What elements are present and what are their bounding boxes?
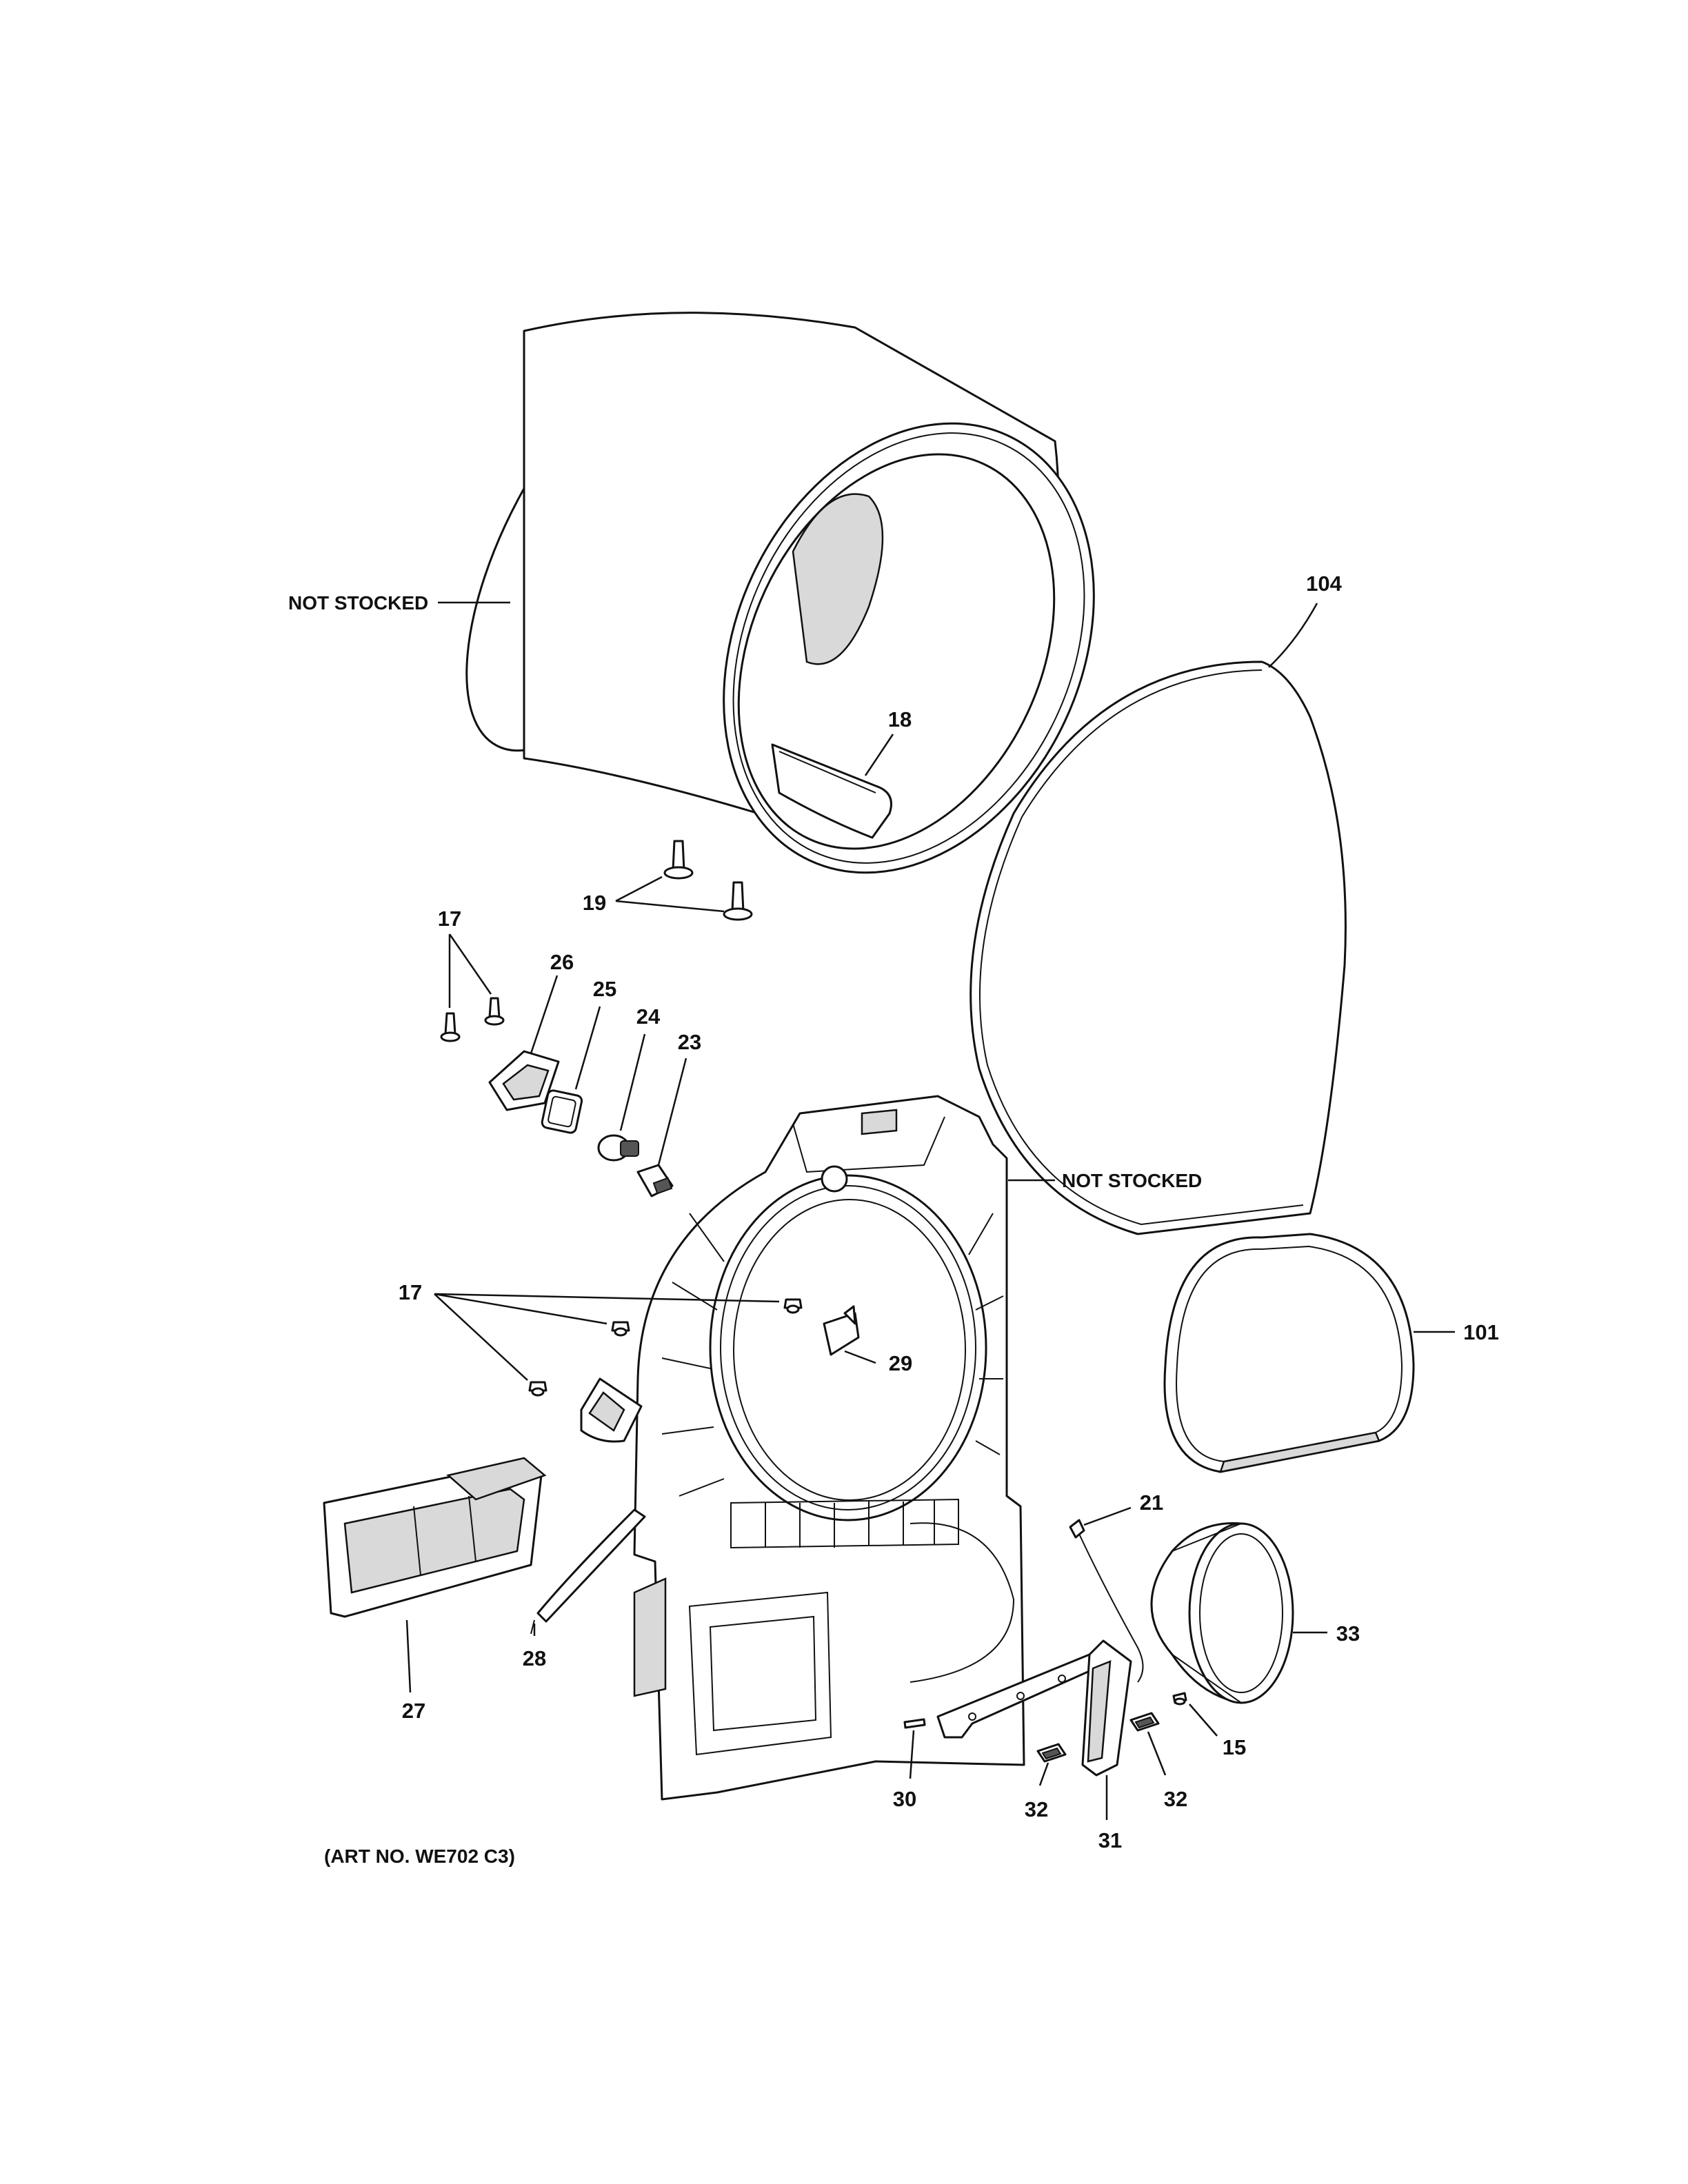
leader-17-mid-b bbox=[434, 1293, 607, 1325]
callout-15: 15 bbox=[1223, 1735, 1246, 1759]
callout-101: 101 bbox=[1463, 1320, 1499, 1344]
callout-32-left: 32 bbox=[1025, 1797, 1048, 1821]
callout-25: 25 bbox=[593, 977, 616, 1001]
callout-24: 24 bbox=[636, 1004, 661, 1029]
leader-24 bbox=[619, 1033, 646, 1131]
callout-not-stocked-drum: NOT STOCKED bbox=[288, 592, 428, 614]
callout-17-mid: 17 bbox=[399, 1280, 422, 1304]
callout-18: 18 bbox=[888, 707, 912, 731]
lint-filter-27 bbox=[323, 1457, 547, 1618]
callout-28: 28 bbox=[523, 1646, 546, 1670]
drum-screws-19 bbox=[663, 840, 753, 921]
thermistor-21 bbox=[1069, 1519, 1144, 1683]
sensor-housing-26 bbox=[488, 1050, 560, 1111]
gasket-25 bbox=[541, 1089, 583, 1134]
clips-32 bbox=[1036, 1712, 1160, 1763]
exhaust-duct-33 bbox=[1150, 1522, 1294, 1704]
leader-19a bbox=[615, 876, 663, 902]
bracket-31 bbox=[936, 1639, 1132, 1777]
callout-26: 26 bbox=[550, 950, 574, 974]
callout-23: 23 bbox=[678, 1030, 701, 1054]
screws-17-top bbox=[440, 997, 505, 1042]
drum-seal-104 bbox=[969, 660, 1347, 1235]
leader-30 bbox=[909, 1730, 915, 1779]
sensor-24 bbox=[597, 1134, 639, 1162]
callout-29: 29 bbox=[889, 1351, 912, 1375]
dryer-drum bbox=[465, 312, 1095, 874]
callout-31: 31 bbox=[1098, 1828, 1122, 1852]
screw-15 bbox=[1172, 1692, 1187, 1706]
leader-23 bbox=[657, 1058, 687, 1166]
leader-17-mid-a bbox=[434, 1293, 780, 1303]
callout-27: 27 bbox=[402, 1699, 425, 1723]
leader-17-top-b bbox=[448, 933, 492, 995]
callout-33: 33 bbox=[1336, 1621, 1360, 1646]
callout-32-right: 32 bbox=[1164, 1787, 1187, 1811]
leader-15 bbox=[1189, 1703, 1218, 1737]
callout-30: 30 bbox=[893, 1787, 916, 1811]
art-number: (ART NO. WE702 C3) bbox=[324, 1846, 515, 1867]
lint-seal-28 bbox=[530, 1508, 646, 1635]
leader-29 bbox=[844, 1350, 876, 1364]
lint-duct-bracket bbox=[580, 1377, 643, 1443]
callout-not-stocked-front: NOT STOCKED bbox=[1062, 1170, 1202, 1191]
leader-25 bbox=[574, 1006, 601, 1090]
door-switch-29 bbox=[823, 1305, 860, 1356]
leader-32-left bbox=[1038, 1762, 1049, 1786]
leader-27 bbox=[405, 1619, 412, 1693]
leader-26 bbox=[530, 975, 559, 1054]
leader-32-right bbox=[1147, 1731, 1167, 1776]
callout-21: 21 bbox=[1140, 1490, 1163, 1515]
leader-21 bbox=[1083, 1506, 1132, 1526]
leader-104 bbox=[1268, 603, 1318, 668]
callout-17-top: 17 bbox=[438, 907, 461, 931]
callout-104: 104 bbox=[1306, 572, 1342, 596]
screw-30 bbox=[903, 1718, 926, 1729]
leader-17-mid-c bbox=[434, 1293, 528, 1381]
door-gasket-101 bbox=[1163, 1233, 1415, 1473]
screws-17-mid bbox=[528, 1298, 803, 1397]
front-bulkhead bbox=[633, 1095, 1025, 1801]
leader-18 bbox=[864, 734, 894, 776]
leader-19b bbox=[615, 900, 725, 913]
callout-19: 19 bbox=[583, 891, 606, 915]
connector-23 bbox=[636, 1164, 674, 1197]
